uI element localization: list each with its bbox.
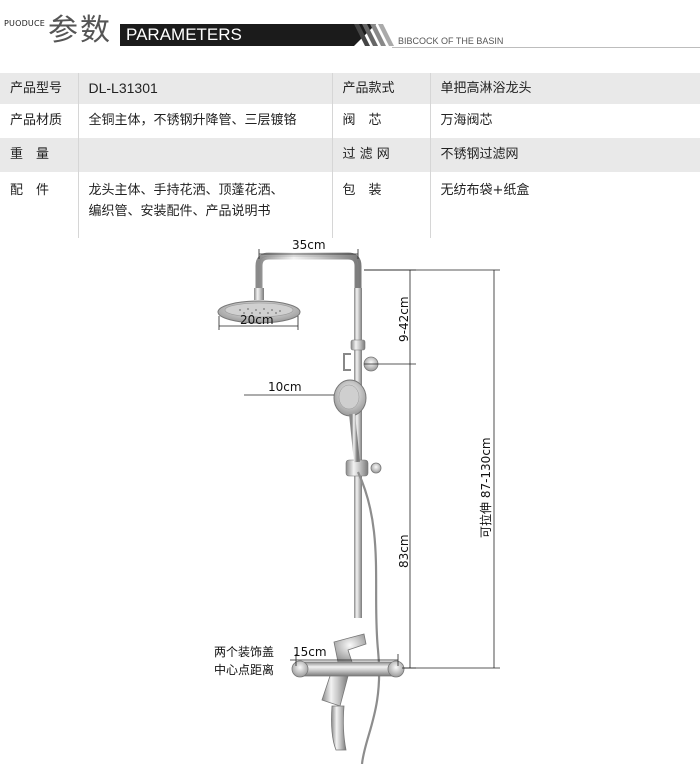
dim-label-mount: 15cm — [293, 645, 327, 659]
spec-label: 包 装 — [331, 172, 430, 238]
dim-label-rail: 83cm — [397, 534, 411, 568]
hose — [357, 471, 381, 765]
spec-label: 产品型号 — [0, 73, 78, 104]
spec-label: 配 件 — [0, 172, 78, 238]
section-subtitle: BIBCOCK OF THE BASIN — [398, 36, 504, 46]
stripes-decoration — [354, 24, 394, 46]
shower-drawing: 35cm 20cm 9-42cm 10cm 83cm 可拉伸 87-130cm … — [217, 238, 500, 765]
brand-name: PUODUCE — [4, 19, 46, 28]
spec-value: 不锈钢过滤网 — [429, 138, 700, 172]
table-row: 产品材质 全铜主体，不锈钢升降管、三层镀铬 阀 芯 万海阀芯 — [0, 104, 700, 138]
top-arm — [255, 252, 362, 292]
spec-table: 产品型号 DL-L31301 产品款式 单把高淋浴龙头 产品材质 全铜主体，不锈… — [0, 73, 700, 238]
spec-value — [77, 138, 332, 172]
spec-value: DL-L31301 — [77, 73, 332, 104]
dim-label-total: 可拉伸 87-130cm — [478, 437, 493, 538]
spec-value: 万海阀芯 — [429, 104, 700, 138]
spec-value: 全铜主体，不锈钢升降管、三层镀铬 — [77, 104, 332, 138]
spec-value-line: 编织管、安装配件、产品说明书 — [88, 204, 271, 219]
mount-note-line: 两个装饰盖 — [214, 645, 275, 659]
header-divider — [392, 47, 700, 48]
section-title-cn: 参数 — [48, 13, 112, 48]
table-row: 重 量 过 滤 网 不锈钢过滤网 — [0, 138, 700, 172]
dimension-lines — [218, 249, 500, 669]
spec-value: 无纺布袋+纸盒 — [429, 172, 700, 238]
page-header: PUODUCE 参数 PARAMETERS BIBCOCK OF THE BAS… — [0, 0, 700, 60]
spec-label: 产品款式 — [331, 73, 430, 104]
spec-label: 过 滤 网 — [331, 138, 430, 172]
spec-label: 重 量 — [0, 138, 78, 172]
dim-label-top-shower: 20cm — [240, 313, 274, 327]
table-row: 产品型号 DL-L31301 产品款式 单把高淋浴龙头 — [0, 73, 700, 104]
product-diagram: 35cm 20cm 9-42cm 10cm 83cm 可拉伸 87-130cm … — [0, 230, 700, 765]
spec-label: 产品材质 — [0, 104, 78, 138]
section-title-en: PARAMETERS — [120, 24, 376, 46]
spec-value: 龙头主体、手持花洒、顶蓬花洒、 编织管、安装配件、产品说明书 — [77, 172, 332, 238]
hand-shower — [333, 379, 367, 463]
spec-value: 单把高淋浴龙头 — [429, 73, 700, 104]
mixer-body — [291, 633, 405, 751]
dim-label-hand-shower: 10cm — [268, 380, 302, 394]
spec-label: 阀 芯 — [331, 104, 430, 138]
top-shower-head — [217, 288, 301, 324]
mount-note-line: 中心点距离 — [214, 663, 275, 677]
table-row: 配 件 龙头主体、手持花洒、顶蓬花洒、 编织管、安装配件、产品说明书 包 装 无… — [0, 172, 700, 238]
dim-label-arm: 35cm — [292, 238, 326, 252]
spec-value-line: 龙头主体、手持花洒、顶蓬花洒、 — [88, 183, 284, 198]
dim-label-top-adjust: 9-42cm — [397, 296, 411, 342]
